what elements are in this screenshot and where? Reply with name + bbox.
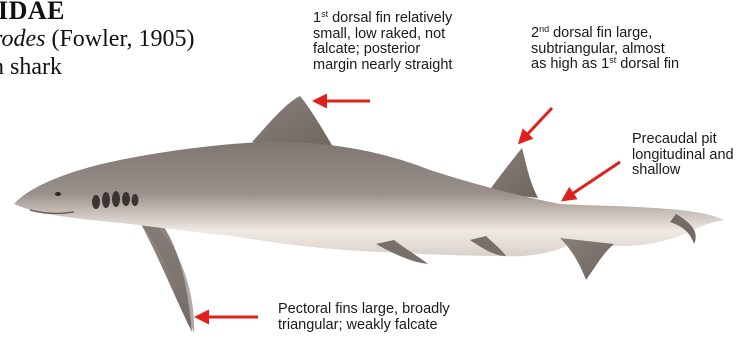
note-line: small, low raked, not: [313, 27, 452, 43]
arrow-second-dorsal: [522, 108, 552, 140]
species-epithet: rodes: [0, 26, 45, 52]
title-block: IDAE rodes (Fowler, 1905) n shark: [0, 0, 194, 80]
second-dorsal-fin-note: 2nd dorsal fin large, subtriangular, alm…: [531, 26, 679, 73]
note-line: falcate; posterior: [313, 42, 452, 58]
note-line: Precaudal pit: [632, 132, 734, 148]
pectoral-fin-note: Pectoral fins large, broadly triangular;…: [278, 302, 450, 333]
note-line: triangular; weakly falcate: [278, 318, 450, 334]
species-name: rodes (Fowler, 1905): [0, 24, 194, 54]
note-line: longitudinal and: [632, 148, 734, 164]
shark-body: [14, 142, 724, 257]
caudal-fin-lower-lobe: [560, 238, 614, 280]
eye: [55, 192, 61, 196]
precaudal-pit-note: Precaudal pit longitudinal and shallow: [632, 132, 734, 179]
common-name: n shark: [0, 54, 194, 80]
note-line: 1st dorsal fin relatively: [313, 11, 452, 27]
family-name: IDAE: [0, 0, 194, 24]
note-line: as high as 1st dorsal fin: [531, 57, 679, 73]
first-dorsal-fin-note: 1st dorsal fin relatively small, low rak…: [313, 11, 452, 73]
species-author: (Fowler, 1905): [45, 26, 194, 52]
note-line: subtriangular, almost: [531, 42, 679, 58]
arrow-precaudal-pit: [566, 162, 620, 198]
note-line: Pectoral fins large, broadly: [278, 302, 450, 318]
note-line: 2nd dorsal fin large,: [531, 26, 679, 42]
note-line: margin nearly straight: [313, 58, 452, 74]
note-line: shallow: [632, 163, 734, 179]
